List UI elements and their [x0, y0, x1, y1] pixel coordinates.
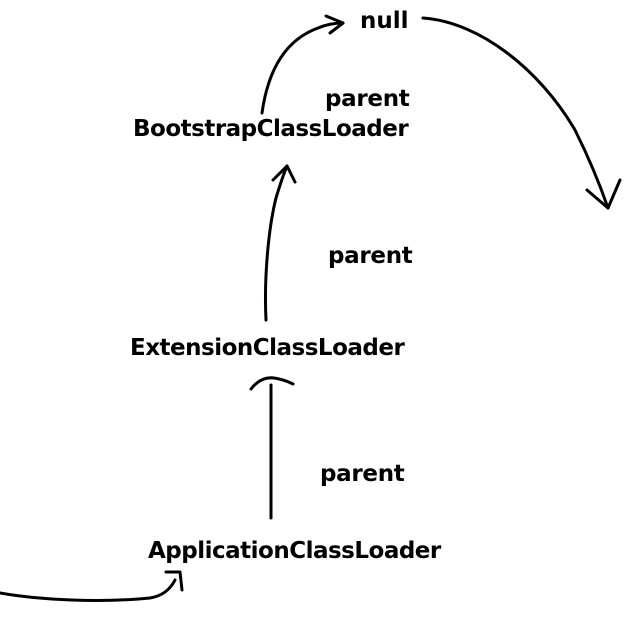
- node-extension-class-loader: ExtensionClassLoader: [130, 335, 405, 361]
- arrow-extension-to-bootstrap: [263, 164, 289, 322]
- arrow-bootstrap-to-null: [260, 21, 345, 115]
- node-bootstrap-class-loader: BootstrapClassLoader: [133, 116, 409, 142]
- null-label: null: [360, 8, 409, 34]
- edge-label-bootstrap-to-null: parent: [325, 86, 410, 112]
- arrow-bottom-left-into-application: [0, 578, 177, 602]
- arrowhead-application: [164, 570, 184, 592]
- edge-label-application-to-extension: parent: [320, 461, 405, 487]
- arrowhead-extension: [249, 376, 295, 391]
- arrowhead-bootstrap: [271, 164, 297, 184]
- node-application-class-loader: ApplicationClassLoader: [148, 538, 441, 564]
- arrow-null-return-curve: [421, 16, 610, 210]
- arrowhead-null: [324, 14, 345, 35]
- edge-label-extension-to-bootstrap: parent: [328, 243, 413, 269]
- arrowhead-null-return: [585, 178, 622, 210]
